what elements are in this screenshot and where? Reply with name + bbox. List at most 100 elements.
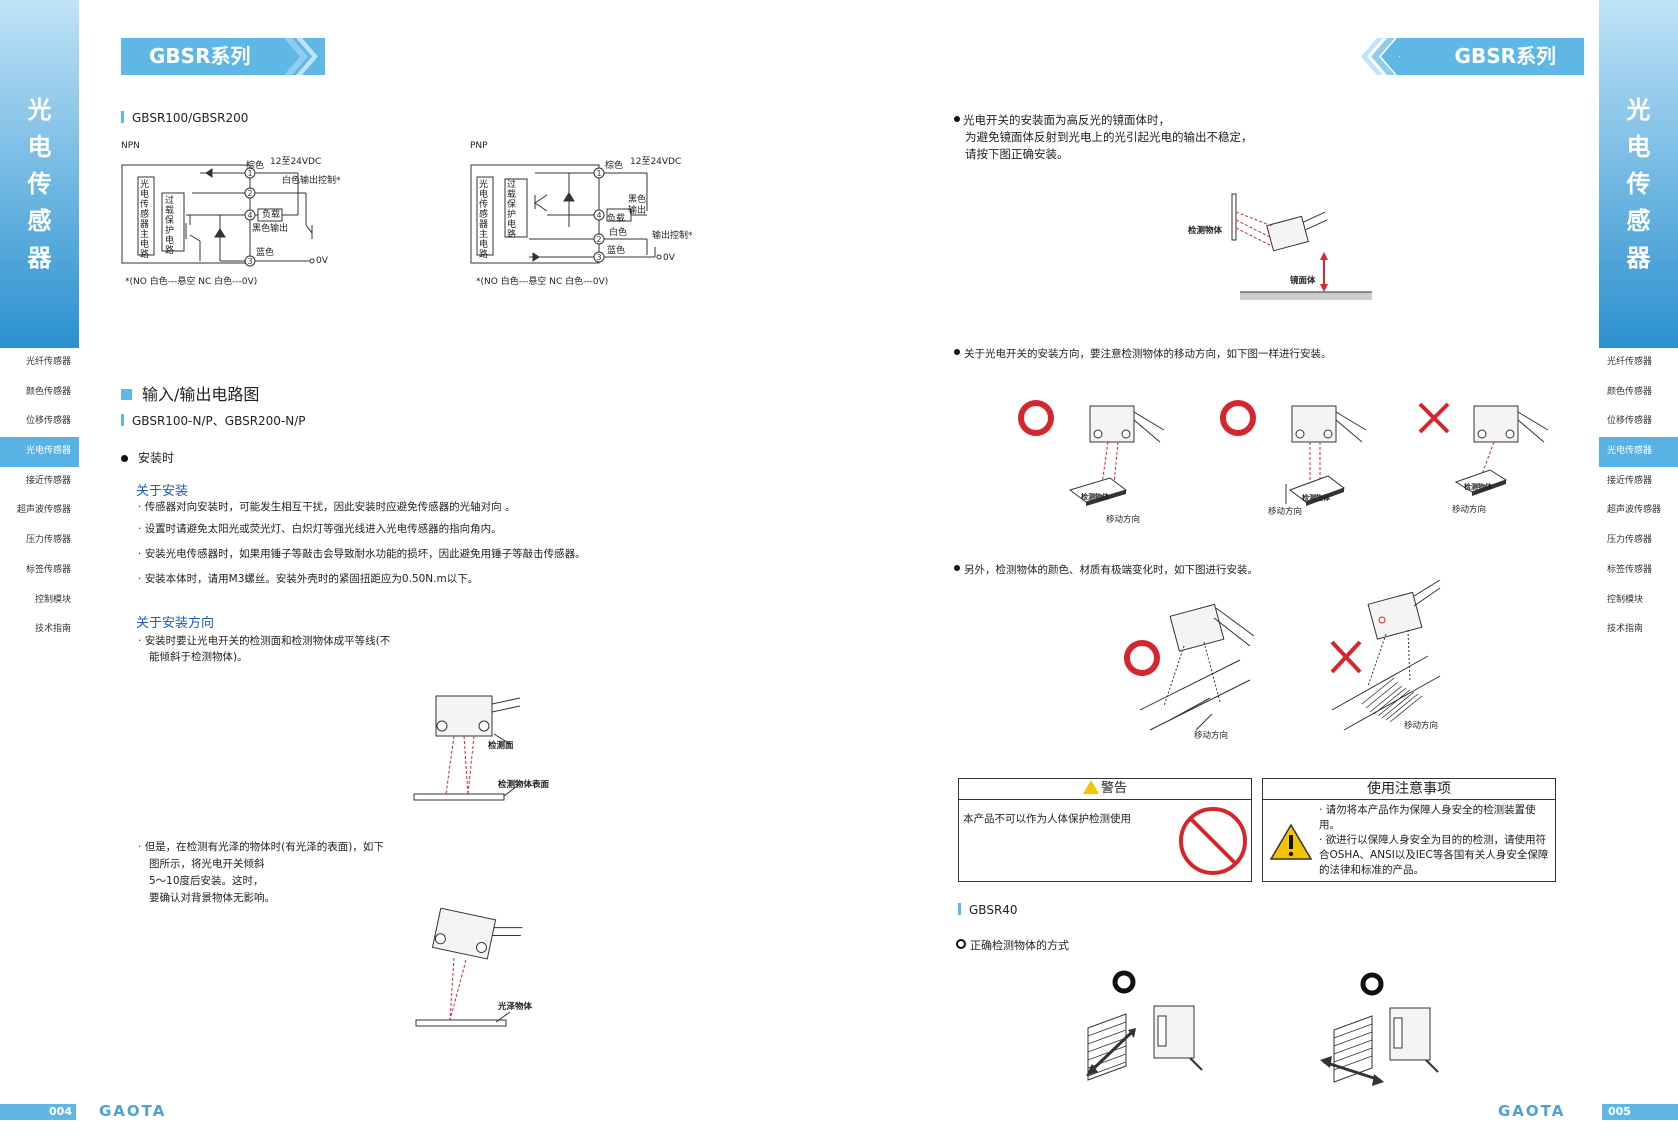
gloss-text: 图所示，将光电开关倾斜 bbox=[149, 858, 265, 870]
menu-item[interactable]: 颜色传感器 bbox=[1607, 386, 1653, 397]
npn-protect: 过载保护电路 bbox=[165, 196, 175, 256]
caution-box: 使用注意事项 · 请勿将本产品作为保障人身安全的检测装置使用。 · 欲进行以保障… bbox=[1262, 778, 1556, 882]
install-item: · 设置时请避免太阳光或荧光灯、白炽灯等强光线进入光电传感器的指向角内。 bbox=[138, 523, 502, 535]
menu-item[interactable]: 颜色传感器 bbox=[25, 386, 71, 397]
warning-header: 警告 bbox=[959, 779, 1251, 800]
menu-item[interactable]: 标签传感器 bbox=[25, 564, 71, 575]
pnp-white: 白色 bbox=[609, 228, 628, 238]
menu-item[interactable]: 压力传感器 bbox=[25, 535, 71, 546]
caution-header: 使用注意事项 bbox=[1263, 779, 1555, 800]
pnp-main-circuit: 光电传感器主电路 bbox=[479, 180, 489, 260]
mirror-body-label: 镜面体 bbox=[1290, 276, 1316, 286]
color-figures bbox=[1124, 580, 1441, 731]
warning-triangle-icon bbox=[1082, 780, 1099, 794]
about-direction-heading: 关于安装方向 bbox=[136, 616, 215, 631]
npn-white: 白色输出控制* bbox=[282, 176, 341, 186]
install-item: · 传感器对向安装时，可能发生相互干扰，因此安装时应避免传感器的光轴对向 。 bbox=[138, 501, 516, 513]
dir-move-label-3: 移动方向 bbox=[1452, 505, 1487, 515]
right-sidebar-header: 光电传感器 bbox=[1599, 0, 1678, 348]
mirror-object-label: 检测物体 bbox=[1188, 226, 1223, 236]
pnp-output: 输出 bbox=[628, 206, 647, 216]
caution-exclamation-icon bbox=[1269, 823, 1313, 860]
menu-item[interactable]: 压力传感器 bbox=[1607, 535, 1653, 546]
gloss-text: 5～10度后安装。这时， bbox=[149, 875, 264, 887]
svg-text:4: 4 bbox=[596, 211, 601, 220]
npn-blue: 蓝色 bbox=[256, 248, 275, 258]
page-number-left: 004 bbox=[0, 1104, 76, 1120]
menu-item[interactable]: 位移传感器 bbox=[1607, 416, 1653, 427]
model-heading: GBSR100/GBSR200 bbox=[121, 111, 248, 125]
pnp-out-ctrl: 输出控制* bbox=[652, 231, 693, 241]
correct-method-heading: 正确检测物体的方式 bbox=[956, 939, 1069, 953]
pnp-circuit-diagram: 1 4 2 3 bbox=[470, 164, 662, 264]
menu-item[interactable]: 超声波传感器 bbox=[16, 505, 71, 516]
sensor-parallel-figure bbox=[413, 695, 521, 801]
pnp-zero: 0V bbox=[663, 253, 675, 263]
direction-figures bbox=[1018, 400, 1549, 506]
menu-item[interactable]: 技术指南 bbox=[34, 624, 71, 635]
caution-items: · 请勿将本产品作为保障人身安全的检测装置使用。 · 欲进行以保障人身安全为目的… bbox=[1319, 804, 1549, 876]
svg-text:2: 2 bbox=[596, 235, 601, 244]
svg-text:1: 1 bbox=[596, 169, 601, 178]
warning-box: 警告 本产品不可以作为人体保护检测使用 bbox=[958, 778, 1252, 882]
fig1-surface-label: 检测物体表面 bbox=[498, 780, 550, 790]
warning-text: 本产品不可以作为人体保护检测使用 bbox=[963, 813, 1131, 825]
menu-item[interactable]: 标签传感器 bbox=[1607, 564, 1653, 575]
install-item: · 安装本体时，请用M3螺丝。安装外壳时的紧固扭距应为0.50N.m以下。 bbox=[138, 573, 479, 585]
vertical-title: 光电传感器 bbox=[27, 96, 52, 272]
pnp-load: 负载 bbox=[607, 214, 626, 224]
menu-item[interactable]: 位移传感器 bbox=[25, 416, 71, 427]
series-banner: GBSR系列 bbox=[1400, 38, 1584, 75]
install-heading: 安装时 bbox=[121, 449, 174, 466]
pnp-note: *(NO 白色---悬空 NC 白色---0V) bbox=[476, 277, 609, 287]
menu-item[interactable]: 控制模块 bbox=[1607, 594, 1644, 605]
dir-move-label-2: 移动方向 bbox=[1268, 507, 1303, 517]
menu-item[interactable]: 接近传感器 bbox=[25, 475, 71, 486]
direction-text: 能倾斜于检测物体)。 bbox=[149, 651, 248, 663]
brand-logo: GAOTA bbox=[1498, 1102, 1566, 1120]
dir-obj-label-3: 检测物体 bbox=[1464, 483, 1492, 491]
npn-label: NPN bbox=[121, 141, 140, 151]
fig1-face-label: 检测面 bbox=[488, 741, 514, 751]
vertical-title: 光电传感器 bbox=[1626, 96, 1651, 272]
brand-logo: GAOTA bbox=[99, 1102, 167, 1120]
npn-voltage: 12至24VDC bbox=[270, 157, 322, 167]
pnp-blue: 蓝色 bbox=[607, 246, 626, 256]
about-install-heading: 关于安装 bbox=[136, 484, 189, 499]
fig2-label: 光泽物体 bbox=[498, 1002, 533, 1012]
left-side-menu: 光纤传感器 颜色传感器 位移传感器 光电传感器 接近传感器 超声波传感器 压力传… bbox=[0, 348, 79, 645]
gbsr40-heading: GBSR40 bbox=[958, 903, 1018, 917]
menu-item-active[interactable]: 光电传感器 bbox=[0, 437, 79, 467]
io-heading: 输入/输出电路图 bbox=[121, 381, 259, 405]
npn-load: 负载 bbox=[262, 210, 281, 220]
menu-item[interactable]: 光纤传感器 bbox=[25, 357, 71, 367]
right-side-menu: 光纤传感器 颜色传感器 位移传感器 光电传感器 接近传感器 超声波传感器 压力传… bbox=[1599, 348, 1678, 645]
menu-item[interactable]: 技术指南 bbox=[1607, 624, 1644, 635]
color-move-label-1: 移动方向 bbox=[1194, 731, 1229, 741]
gbsr40-figures bbox=[1086, 970, 1439, 1086]
pnp-brown: 棕色 bbox=[605, 161, 624, 171]
svg-text:4: 4 bbox=[247, 211, 252, 220]
mirror-text: 光电开关的安装面为高反光的镜面体时， 为避免镜面体反射到光电上的光引起光电的输出… bbox=[954, 112, 1253, 163]
sensor-tilted-figure bbox=[415, 908, 523, 1027]
install-item: · 安装光电传感器时，如果用锤子等敲击会导致耐水功能的损坏，因此避免用锤子等敲击… bbox=[138, 548, 586, 560]
color-move-label-2: 移动方向 bbox=[1404, 721, 1439, 731]
npn-black: 黑色输出 bbox=[252, 224, 289, 234]
menu-item-active[interactable]: 光电传感器 bbox=[1599, 437, 1678, 467]
menu-item[interactable]: 接近传感器 bbox=[1607, 475, 1653, 486]
svg-text:3: 3 bbox=[596, 253, 601, 262]
npn-note: *(NO 白色---悬空 NC 白色---0V) bbox=[125, 277, 258, 287]
menu-item[interactable]: 超声波传感器 bbox=[1607, 505, 1662, 516]
gloss-text: · 但是，在检测有光泽的物体时(有光泽的表面)，如下 bbox=[138, 841, 384, 853]
npn-main-circuit: 光电传感器主电路 bbox=[140, 180, 150, 260]
menu-item[interactable]: 光纤传感器 bbox=[1607, 357, 1653, 367]
left-sidebar-header: 光电传感器 bbox=[0, 0, 79, 348]
dir-obj-label-1: 检测物体 bbox=[1081, 493, 1109, 501]
direction-text: · 安装时要让光电开关的检测面和检测物体成平等线(不 bbox=[138, 635, 391, 647]
gloss-text: 要确认对背景物体无影响。 bbox=[149, 892, 275, 904]
io-models: GBSR100-N/P、GBSR200-N/P bbox=[121, 412, 306, 429]
menu-item[interactable]: 控制模块 bbox=[34, 594, 71, 605]
direction-note: 关于光电开关的安装方向，要注意检测物体的移动方向，如下图一样进行安装。 bbox=[954, 347, 1332, 361]
dir-move-label-1: 移动方向 bbox=[1106, 515, 1141, 525]
